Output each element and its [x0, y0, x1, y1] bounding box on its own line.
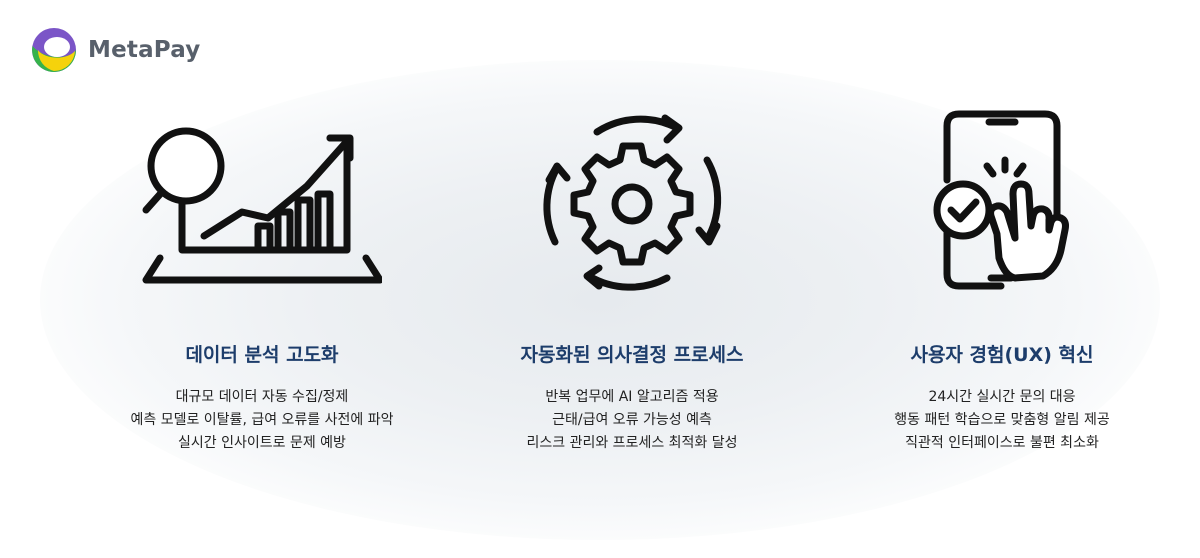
gear-cycle-icon	[543, 114, 722, 291]
description-line: 24시간 실시간 문의 대응	[928, 389, 1076, 405]
description-line: 예측 모델로 이탈률, 급여 오류를 사전에 파악	[130, 412, 394, 428]
phone-touch-check-icon	[933, 110, 1069, 290]
feature-automated-decision: 자동화된 의사결정 프로세스 반복 업무에 AI 알고리즘 적용 근태/급여 오…	[462, 108, 802, 455]
feature-title: 사용자 경험(UX) 혁신	[910, 344, 1094, 366]
brand-name: MetaPay	[88, 37, 201, 63]
description-line: 행동 패턴 학습으로 맞춤형 알림 제공	[894, 412, 1110, 428]
feature-description: 24시간 실시간 문의 대응 행동 패턴 학습으로 맞춤형 알림 제공 직관적 …	[832, 386, 1172, 455]
description-line: 실시간 인사이트로 문제 예방	[178, 435, 346, 451]
laptop-chart-magnifier-icon	[142, 127, 382, 284]
description-line: 리스크 관리와 프로세스 최적화 달성	[526, 435, 738, 451]
description-line: 직관적 인터페이스로 불편 최소화	[905, 435, 1099, 451]
description-line: 반복 업무에 AI 알고리즘 적용	[545, 389, 719, 405]
feature-title: 자동화된 의사결정 프로세스	[520, 344, 744, 366]
brand-logo[interactable]: MetaPay	[30, 26, 200, 74]
feature-description: 반복 업무에 AI 알고리즘 적용 근태/급여 오류 가능성 예측 리스크 관리…	[462, 386, 802, 455]
description-line: 근태/급여 오류 가능성 예측	[552, 412, 712, 428]
feature-data-analysis: 데이터 분석 고도화 대규모 데이터 자동 수집/정제 예측 모델로 이탈률, …	[92, 108, 432, 455]
feature-ux-innovation: 사용자 경험(UX) 혁신 24시간 실시간 문의 대응 행동 패턴 학습으로 …	[832, 108, 1172, 455]
feature-description: 대규모 데이터 자동 수집/정제 예측 모델로 이탈률, 급여 오류를 사전에 …	[92, 386, 432, 455]
description-line: 대규모 데이터 자동 수집/정제	[175, 389, 349, 405]
metapay-logo-icon	[32, 28, 76, 72]
feature-title: 데이터 분석 고도화	[185, 344, 339, 366]
background-glow	[40, 60, 1160, 540]
